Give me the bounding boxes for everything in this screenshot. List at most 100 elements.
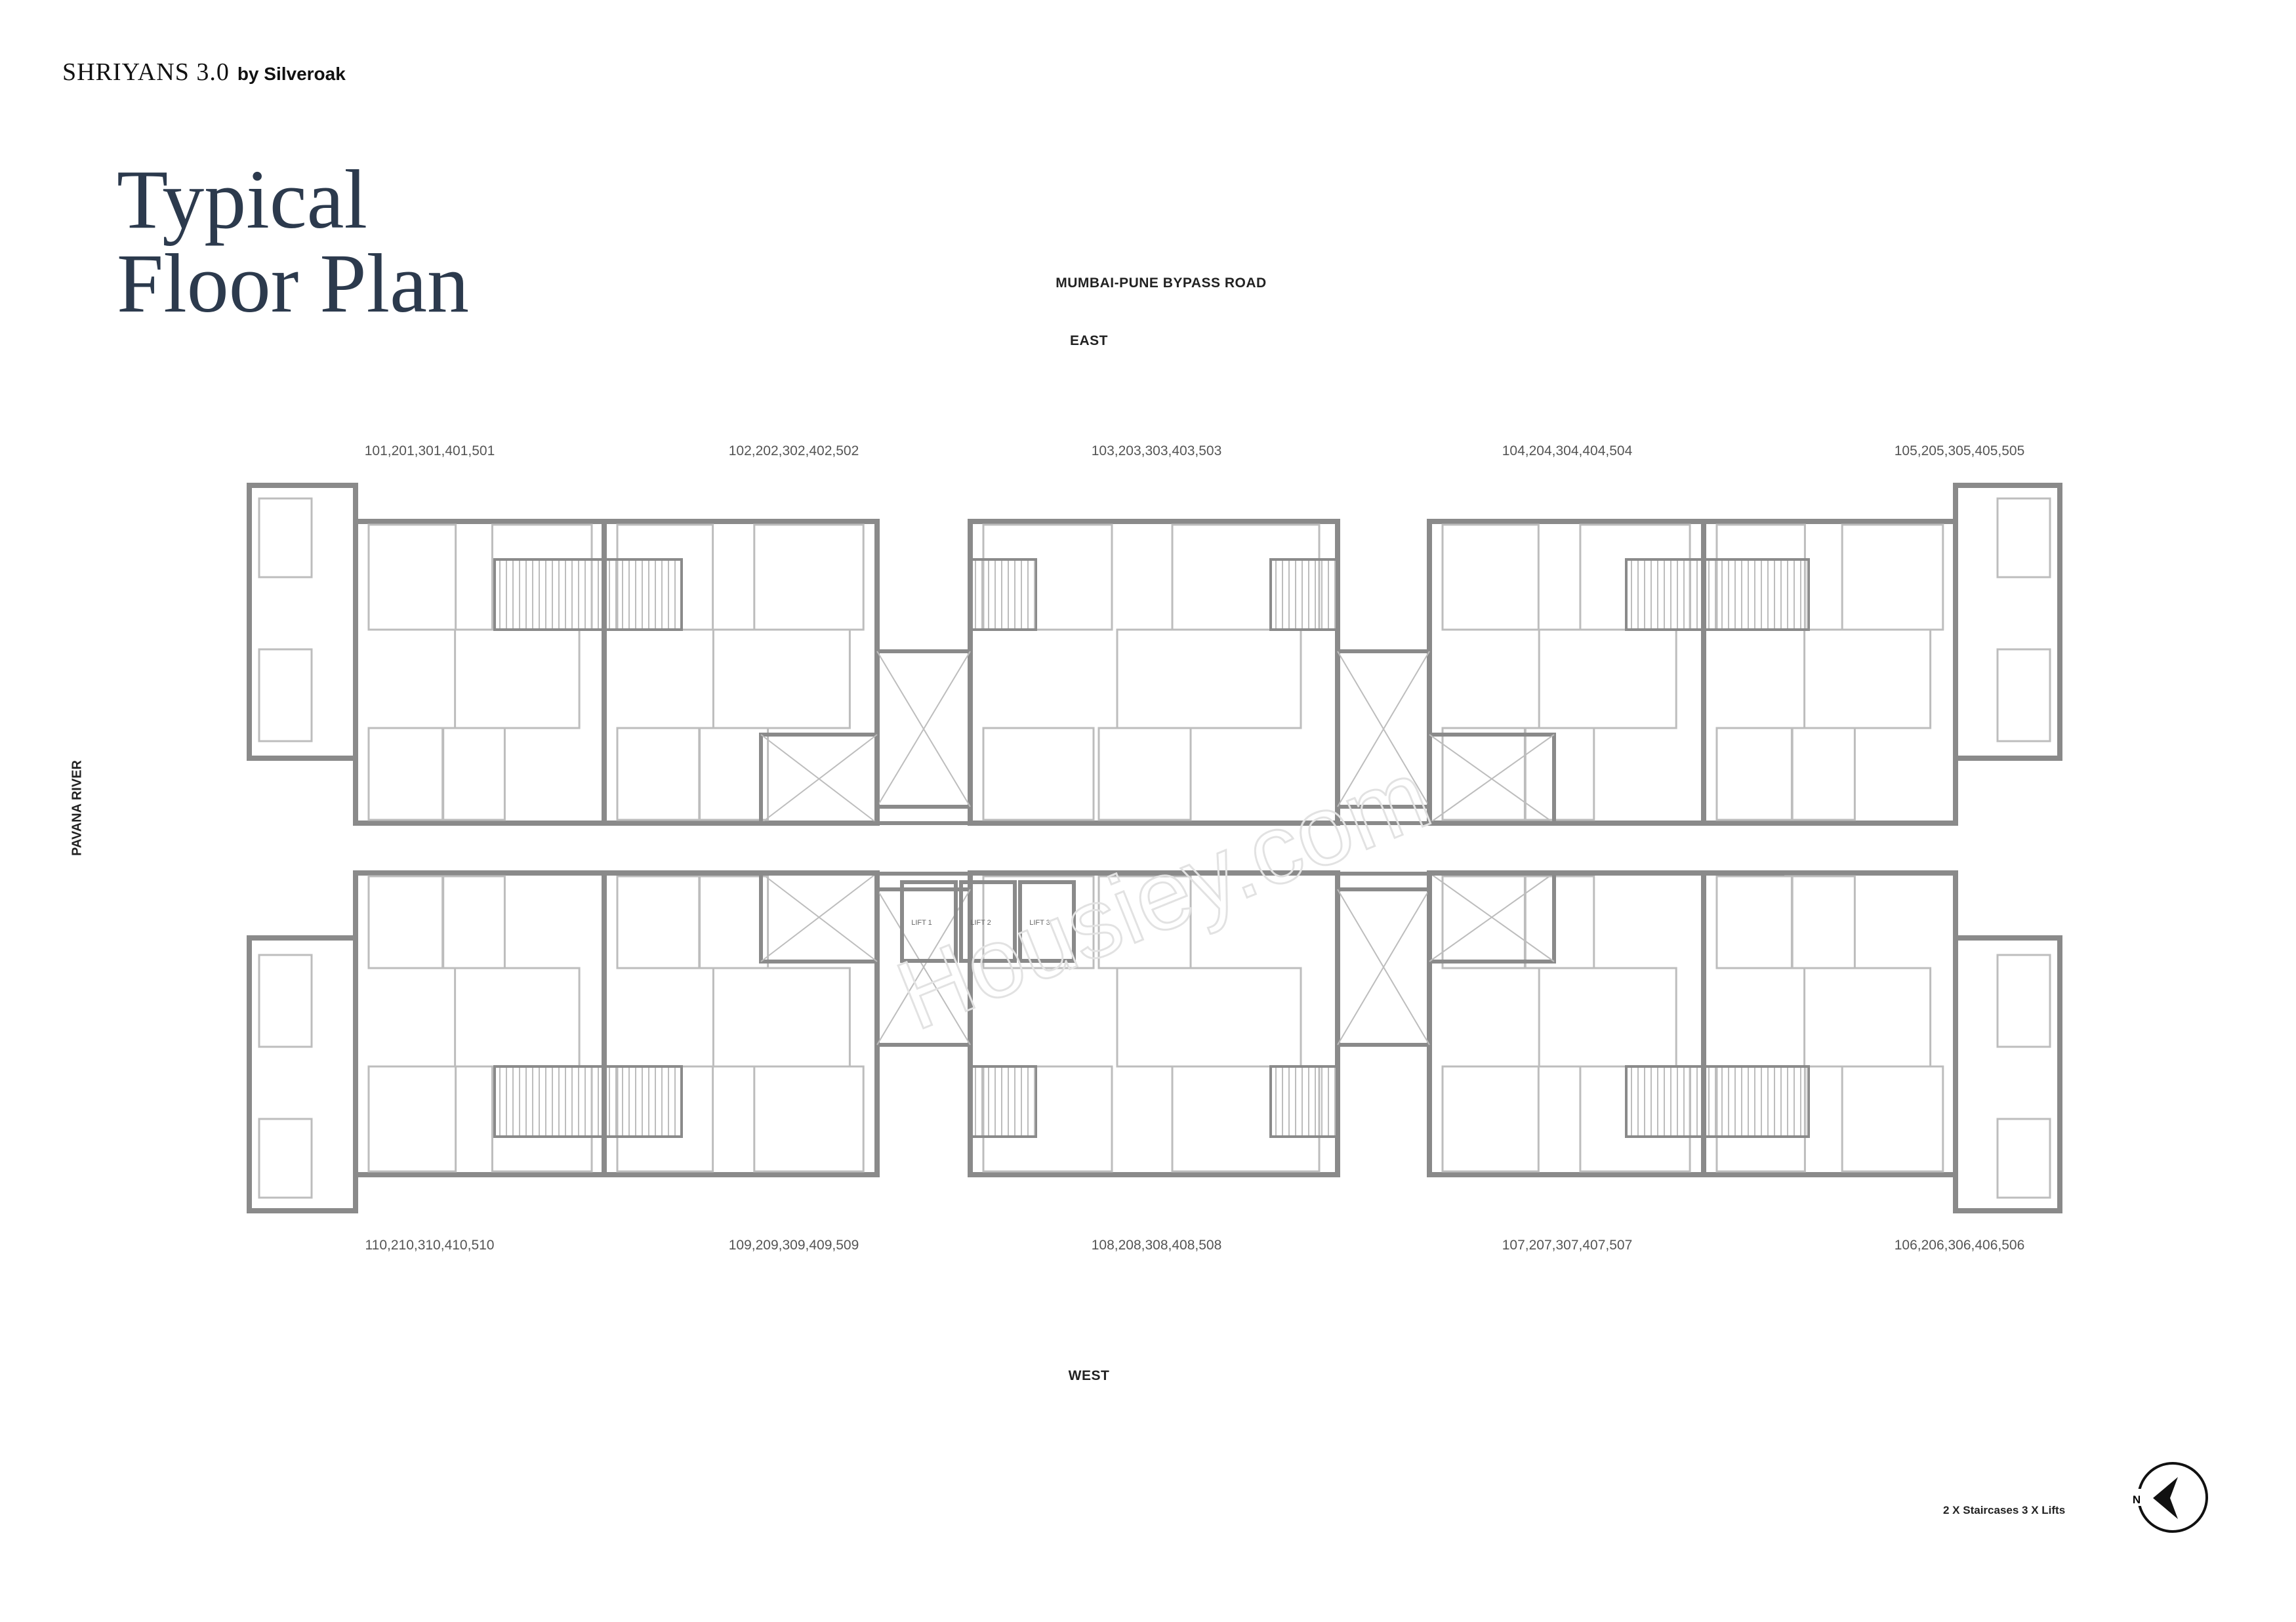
living-room xyxy=(1116,967,1302,1068)
bedroom xyxy=(258,1118,313,1199)
living-room xyxy=(712,628,851,729)
balcony xyxy=(493,558,605,631)
living-room xyxy=(1803,628,1932,729)
bedroom xyxy=(367,523,457,631)
living-room xyxy=(712,967,851,1068)
bedroom xyxy=(1171,523,1321,631)
shaft-cross xyxy=(760,734,878,824)
bedroom xyxy=(1996,954,2051,1048)
balcony xyxy=(969,558,1037,631)
kitchen xyxy=(1441,727,1526,821)
bedroom xyxy=(1996,1118,2051,1199)
toilet xyxy=(1524,875,1595,969)
living-room xyxy=(1538,628,1677,729)
bedroom xyxy=(258,648,313,742)
unit-label-top-1: 101,201,301,401,501 xyxy=(364,443,495,458)
kitchen xyxy=(982,727,1095,821)
shaft-cross xyxy=(876,889,971,1045)
balcony xyxy=(603,558,683,631)
bedroom xyxy=(616,1065,714,1173)
shaft-core xyxy=(1336,649,1431,809)
west-label: WEST xyxy=(1068,1368,1110,1383)
toilet xyxy=(1790,875,1856,969)
shaft-core xyxy=(875,649,972,809)
shaft-cross xyxy=(1429,734,1555,824)
balcony xyxy=(493,1065,605,1138)
toilet xyxy=(699,875,769,969)
unit-outline xyxy=(602,870,880,1177)
unit-outline xyxy=(353,519,607,826)
kitchen xyxy=(616,727,701,821)
compass-circle-icon xyxy=(2137,1462,2208,1533)
kitchen xyxy=(1715,875,1794,969)
kitchen xyxy=(982,875,1095,969)
balcony xyxy=(1269,1065,1338,1138)
lift-3-label: LIFT 3 xyxy=(1029,919,1050,927)
river-label: PAVANA RIVER xyxy=(70,760,85,856)
brand-by: by Silveroak xyxy=(237,64,346,84)
kitchen xyxy=(616,875,701,969)
wing-outline xyxy=(1953,935,2062,1213)
kitchen xyxy=(367,727,445,821)
lift-2-label: LIFT 2 xyxy=(970,919,991,927)
unit-label-bottom-4: 107,207,307,407,507 xyxy=(1502,1238,1633,1253)
unit-label-top-3: 103,203,303,403,503 xyxy=(1091,443,1222,458)
bedroom xyxy=(616,523,714,631)
wing-outline xyxy=(247,935,358,1213)
living-room xyxy=(454,967,581,1068)
lift-shaft-1 xyxy=(900,880,958,963)
balcony xyxy=(1702,558,1810,631)
shaft-core xyxy=(875,887,972,1047)
title-line-1: Typical xyxy=(117,153,367,246)
unit-label-bottom-2: 109,209,309,409,509 xyxy=(728,1238,859,1253)
legend-text: 2 X Staircases 3 X Lifts xyxy=(1943,1504,2066,1516)
unit-outline xyxy=(1427,870,1706,1177)
north-label: N xyxy=(2133,1493,2141,1506)
road-label: MUMBAI-PUNE BYPASS ROAD xyxy=(1056,275,1267,291)
living-room xyxy=(1803,967,1932,1068)
east-label: EAST xyxy=(1069,333,1109,348)
toilet xyxy=(441,875,506,969)
living-room xyxy=(1538,967,1677,1068)
unit-label-bottom-5: 106,206,306,406,506 xyxy=(1894,1238,2025,1253)
lift-1-label: LIFT 1 xyxy=(911,919,932,927)
bedroom xyxy=(1441,1065,1540,1173)
bedroom xyxy=(258,954,313,1048)
balcony xyxy=(969,1065,1037,1138)
north-arrow-icon xyxy=(2153,1477,2178,1519)
toilet xyxy=(1097,727,1192,821)
toilet xyxy=(1097,875,1192,969)
bedroom xyxy=(1579,523,1691,631)
kitchen xyxy=(1441,875,1526,969)
unit-outline xyxy=(353,870,607,1177)
toilet xyxy=(1790,727,1856,821)
shaft-cross xyxy=(1429,872,1555,962)
unit-label-bottom-3: 108,208,308,408,508 xyxy=(1091,1238,1222,1253)
lift-shaft-2 xyxy=(959,880,1017,963)
balcony xyxy=(1702,1065,1810,1138)
balcony xyxy=(603,1065,683,1138)
toilet xyxy=(441,727,506,821)
bedroom xyxy=(1841,1065,1944,1173)
bedroom xyxy=(1841,523,1944,631)
shaft-cross xyxy=(1337,889,1430,1045)
bedroom xyxy=(753,1065,865,1173)
shaft-cross xyxy=(760,872,878,962)
bedroom xyxy=(753,523,865,631)
bedroom xyxy=(1996,648,2051,742)
toilet xyxy=(1524,727,1595,821)
bedroom xyxy=(1441,523,1540,631)
balcony xyxy=(1269,558,1338,631)
unit-outline xyxy=(602,519,880,826)
shaft-cross xyxy=(1337,651,1430,807)
north-compass: N xyxy=(2132,1462,2208,1533)
lift-shaft-3 xyxy=(1018,880,1076,963)
bedroom xyxy=(1579,1065,1691,1173)
unit-outline xyxy=(1427,519,1706,826)
unit-label-top-4: 104,204,304,404,504 xyxy=(1502,443,1633,458)
wing-outline xyxy=(247,483,358,761)
shaft-cross xyxy=(876,651,971,807)
kitchen xyxy=(367,875,445,969)
